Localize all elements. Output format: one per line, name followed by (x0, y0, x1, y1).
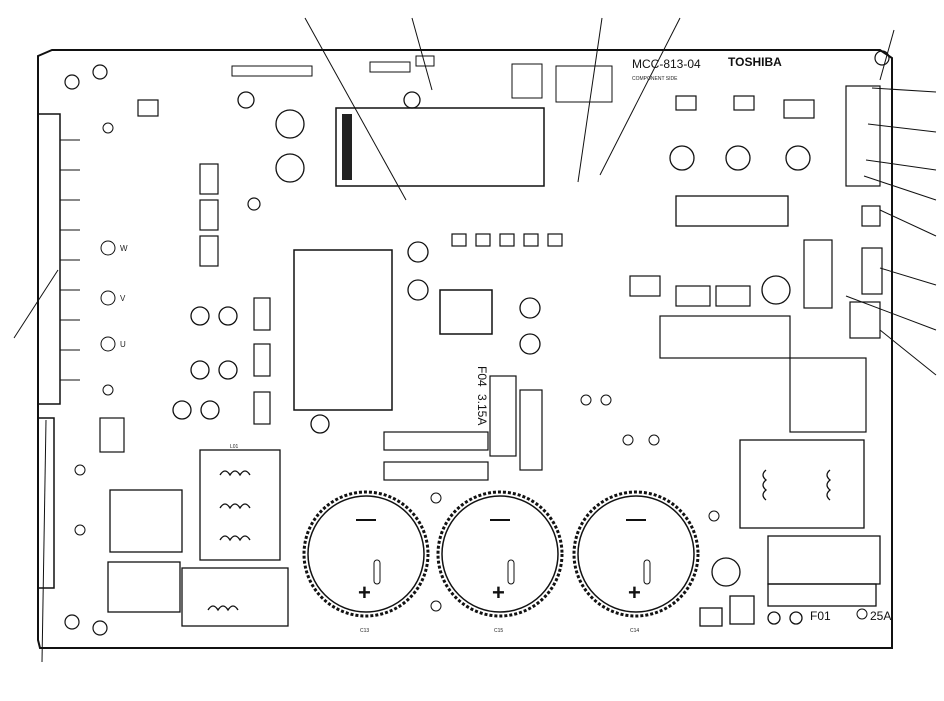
terminal-w-label: W (120, 244, 128, 253)
left-connector (37, 113, 61, 405)
brand-logo: TOSHIBA (728, 55, 782, 69)
main-capacitors: + + + C13 C15 C14 (302, 490, 700, 634)
fuse-f04: F04 3.15A (475, 366, 543, 471)
mounting-holes (64, 50, 890, 636)
small-capacitors (172, 91, 811, 434)
cap3-label: C14 (630, 628, 639, 634)
transformer (293, 249, 393, 411)
terminal-u-label: U (120, 340, 126, 349)
terminal-v-label: V (120, 294, 126, 303)
cap1-plus: + (358, 580, 371, 605)
board-model: MCC-813-04 (632, 57, 701, 71)
resistor-stack (99, 99, 271, 453)
component-side-note: COMPONENT SIDE (632, 76, 678, 82)
top-connector (231, 65, 313, 77)
cap1-label: C13 (360, 628, 369, 634)
left-lower-connector (37, 417, 55, 589)
inductor-block (107, 449, 289, 627)
fuse-f01-rating: 25A (870, 609, 891, 623)
top-module (335, 107, 545, 187)
board-outline (37, 49, 893, 649)
fuse-f01-label: F01 (810, 609, 831, 623)
fuse-f04-rating: 3.15A (475, 394, 489, 425)
relay (439, 289, 493, 335)
cap2-label: C15 (494, 628, 503, 634)
cap2-plus: + (492, 580, 505, 605)
right-ic (675, 195, 789, 227)
uvw-terminals: W V U (100, 240, 128, 352)
leader-lines (13, 17, 937, 663)
fuse-f04-label: F04 (475, 366, 489, 387)
test-points (74, 122, 868, 620)
cap3-plus: + (628, 580, 641, 605)
choke-f01-area (699, 439, 881, 627)
inductor-label: L01 (230, 444, 239, 450)
